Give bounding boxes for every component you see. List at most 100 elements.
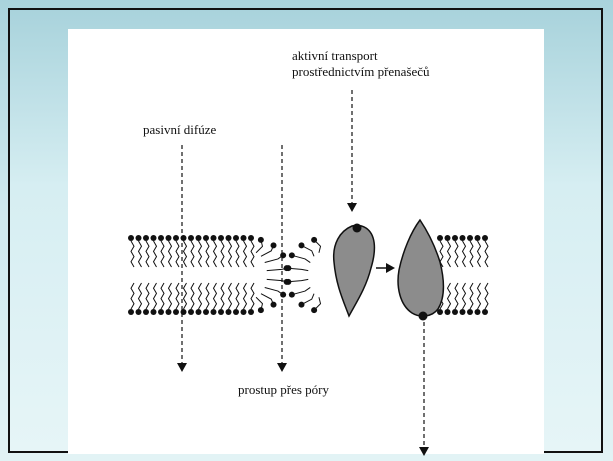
lipid-head-bottom bbox=[452, 309, 458, 315]
lipid-head-bottom bbox=[226, 309, 232, 315]
lipid-tail-top bbox=[161, 241, 164, 267]
lipid-tail-top bbox=[470, 241, 473, 267]
lipid-tail-bottom bbox=[463, 283, 466, 309]
active-transport-entry-arrow-arrowhead bbox=[347, 203, 357, 212]
lipid-head-bottom bbox=[467, 309, 473, 315]
lipid-head-bottom bbox=[196, 309, 202, 315]
lipid-tail-bottom bbox=[214, 283, 217, 309]
label-passive-diffusion: pasivní difúze bbox=[143, 122, 216, 137]
lipid-head-bottom bbox=[445, 309, 451, 315]
lipid-tail-top bbox=[221, 241, 224, 267]
carrier-protein-left bbox=[334, 225, 375, 316]
lipid-head-top bbox=[173, 235, 179, 241]
pore-lipid-tail bbox=[292, 287, 310, 294]
pore-lipid-tail bbox=[292, 255, 310, 262]
lipid-tail-bottom bbox=[191, 283, 194, 309]
lipid-tail-bottom bbox=[184, 283, 187, 309]
lipid-tail-bottom bbox=[229, 283, 232, 309]
lipid-tail-top bbox=[244, 241, 247, 267]
lipid-head-bottom bbox=[188, 309, 194, 315]
lipid-tail-bottom bbox=[139, 283, 142, 309]
lipid-tail-bottom bbox=[236, 283, 239, 309]
lipid-tail-top bbox=[478, 241, 481, 267]
lipid-tail-top bbox=[131, 241, 134, 267]
lipid-head-bottom bbox=[218, 309, 224, 315]
lipid-head-top bbox=[218, 235, 224, 241]
lipid-tail-top bbox=[199, 241, 202, 267]
lipid-tail-top bbox=[206, 241, 209, 267]
lipid-head-top bbox=[188, 235, 194, 241]
lipid-tail-top bbox=[191, 241, 194, 267]
lipid-head-top bbox=[482, 235, 488, 241]
lipid-tail-top bbox=[214, 241, 217, 267]
lipid-head-top bbox=[248, 235, 254, 241]
passive-diffusion-arrow-arrowhead bbox=[177, 363, 187, 372]
lipid-tail-bottom bbox=[478, 283, 481, 309]
lipid-head-top bbox=[151, 235, 157, 241]
lipid-head-bottom bbox=[136, 309, 142, 315]
lipid-head-bottom bbox=[482, 309, 488, 315]
lipid-tail-top bbox=[236, 241, 239, 267]
lipid-tail-bottom bbox=[485, 283, 488, 309]
lipid-head-top bbox=[445, 235, 451, 241]
lipid-head-top bbox=[233, 235, 239, 241]
lipid-tail-bottom bbox=[455, 283, 458, 309]
lipid-head-bottom bbox=[128, 309, 134, 315]
lipid-head-top bbox=[143, 235, 149, 241]
lipid-tail-bottom bbox=[169, 283, 172, 309]
lipid-tail-top bbox=[463, 241, 466, 267]
label-pore-transport: prostup přes póry bbox=[238, 382, 329, 397]
label-active-transport-line2: prostřednictvím přenašečů bbox=[292, 64, 430, 79]
lipid-tail-bottom bbox=[206, 283, 209, 309]
label-active-transport-line1: aktivní transport bbox=[292, 48, 378, 63]
active-transport-exit-arrow-arrowhead bbox=[419, 447, 429, 456]
lipid-head-top bbox=[211, 235, 217, 241]
lipid-tail-bottom bbox=[146, 283, 149, 309]
pore-transport-arrow-arrowhead bbox=[277, 363, 287, 372]
lipid-tail-top bbox=[455, 241, 458, 267]
lipid-tail-top bbox=[251, 241, 254, 267]
lipid-head-bottom bbox=[151, 309, 157, 315]
lipid-head-bottom bbox=[158, 309, 164, 315]
lipid-head-top bbox=[467, 235, 473, 241]
carrier-binding-site-bottom bbox=[419, 312, 428, 321]
lipid-head-top bbox=[452, 235, 458, 241]
lipid-head-top bbox=[241, 235, 247, 241]
lipid-head-bottom bbox=[173, 309, 179, 315]
lipid-tail-top bbox=[139, 241, 142, 267]
lipid-head-bottom bbox=[233, 309, 239, 315]
lipid-tail-bottom bbox=[244, 283, 247, 309]
transport-arrows bbox=[177, 90, 429, 456]
lipid-head-top bbox=[158, 235, 164, 241]
lipid-tail-bottom bbox=[221, 283, 224, 309]
lipid-head-bottom bbox=[475, 309, 481, 315]
lipid-head-top bbox=[437, 235, 443, 241]
lipid-head-bottom bbox=[166, 309, 172, 315]
lipid-tail-bottom bbox=[448, 283, 451, 309]
lipid-tail-top bbox=[485, 241, 488, 267]
lipid-head-top bbox=[196, 235, 202, 241]
carrier-binding-site-top bbox=[353, 224, 362, 233]
lipid-head-top bbox=[460, 235, 466, 241]
lipid-tail-top bbox=[448, 241, 451, 267]
lipid-head-top bbox=[128, 235, 134, 241]
lipid-tail-bottom bbox=[154, 283, 157, 309]
lipid-head-top bbox=[475, 235, 481, 241]
lipid-head-bottom bbox=[241, 309, 247, 315]
lipid-head-bottom bbox=[211, 309, 217, 315]
lipid-head-bottom bbox=[460, 309, 466, 315]
lipid-tail-top bbox=[176, 241, 179, 267]
lipid-tail-bottom bbox=[470, 283, 473, 309]
lipid-tail-top bbox=[154, 241, 157, 267]
lipid-tail-bottom bbox=[199, 283, 202, 309]
lipid-head-bottom bbox=[203, 309, 209, 315]
lipid-tail-top bbox=[229, 241, 232, 267]
lipid-head-top bbox=[203, 235, 209, 241]
carrier-conformation-arrowhead bbox=[386, 263, 395, 273]
lipid-tail-bottom bbox=[131, 283, 134, 309]
lipid-head-top bbox=[226, 235, 232, 241]
lipid-tail-bottom bbox=[161, 283, 164, 309]
lipid-tail-top bbox=[146, 241, 149, 267]
lipid-tail-bottom bbox=[176, 283, 179, 309]
lipid-tail-top bbox=[169, 241, 172, 267]
